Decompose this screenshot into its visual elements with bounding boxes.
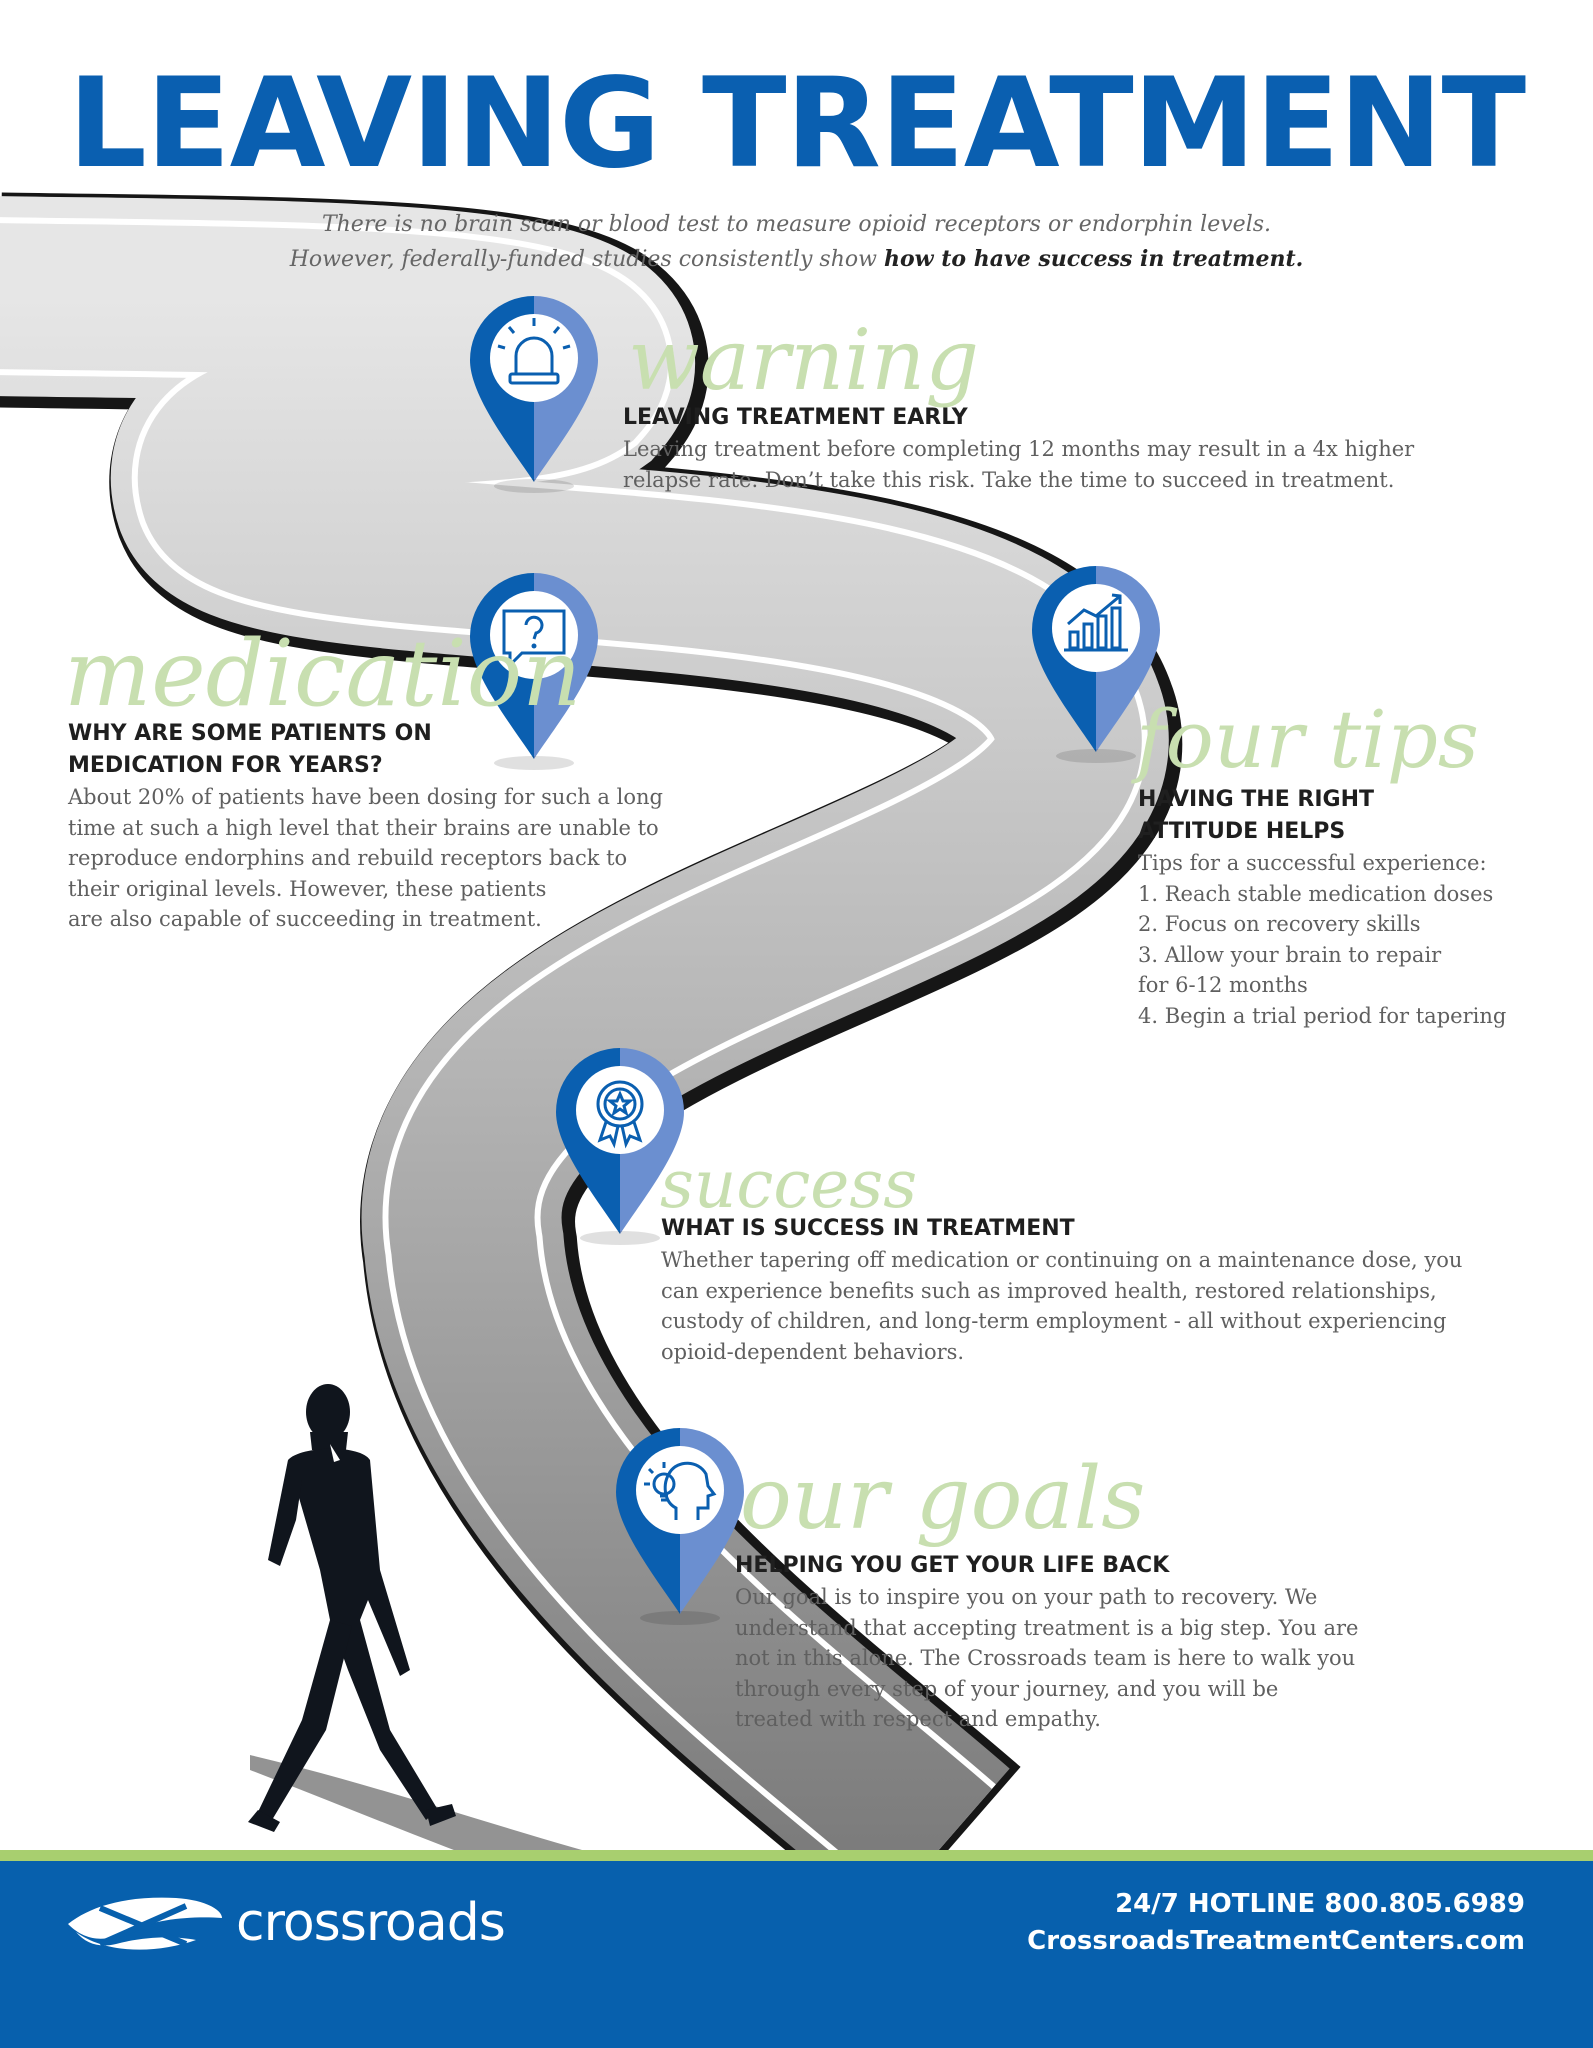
section-our-goals: HELPING YOU GET YOUR LIFE BACK Our goal … — [735, 1550, 1435, 1735]
section-medication-body: About 20% of patients have been dosing f… — [68, 785, 663, 931]
footer-bar — [0, 1861, 1593, 2048]
section-four-tips-body: Tips for a successful experience: 1. Rea… — [1138, 851, 1507, 1028]
question-speech-bubble-icon — [470, 573, 598, 770]
section-four-tips: HAVING THE RIGHT ATTITUDE HELPS Tips for… — [1138, 784, 1568, 1031]
award-ribbon-icon — [556, 1048, 684, 1245]
script-word-four-tips: four tips — [1136, 693, 1479, 786]
walking-man-silhouette — [248, 1384, 456, 1832]
section-warning-body: Leaving treatment before completing 12 m… — [623, 437, 1415, 492]
footer-contact: 24/7 HOTLINE 800.805.6989 CrossroadsTrea… — [1027, 1886, 1525, 1960]
logo-text: crossroads — [236, 1893, 506, 1953]
script-word-our-goals: our goals — [740, 1449, 1146, 1549]
section-success: WHAT IS SUCCESS IN TREATMENT Whether tap… — [661, 1213, 1561, 1367]
hotline-number[interactable]: 24/7 HOTLINE 800.805.6989 — [1115, 1889, 1525, 1919]
subtitle-line-2-text: However, federally-funded studies consis… — [289, 247, 884, 272]
page-subtitle: There is no brain scan or blood test to … — [0, 208, 1593, 277]
idea-head-icon — [616, 1428, 744, 1625]
website-link[interactable]: CrossroadsTreatmentCenters.com — [1027, 1926, 1525, 1956]
section-warning: LEAVING TREATMENT EARLY Leaving treatmen… — [623, 402, 1483, 495]
section-our-goals-body: Our goal is to inspire you on your path … — [735, 1585, 1359, 1731]
section-medication: WHY ARE SOME PATIENTS ON MEDICATION FOR … — [68, 718, 708, 935]
script-word-medication: medication — [64, 620, 582, 727]
section-four-tips-heading: HAVING THE RIGHT ATTITUDE HELPS — [1138, 787, 1374, 844]
subtitle-line-1: There is no brain scan or blood test to … — [321, 212, 1272, 237]
subtitle-line-2: However, federally-funded studies consis… — [0, 242, 1593, 277]
crossroads-logo-mark-icon — [68, 1897, 222, 1950]
section-our-goals-heading: HELPING YOU GET YOUR LIFE BACK — [735, 1553, 1170, 1578]
alarm-siren-icon — [470, 296, 598, 493]
section-medication-heading: WHY ARE SOME PATIENTS ON MEDICATION FOR … — [68, 721, 432, 778]
section-success-body: Whether tapering off medication or conti… — [661, 1248, 1463, 1364]
section-warning-heading: LEAVING TREATMENT EARLY — [623, 405, 968, 430]
footer-accent-stripe — [0, 1850, 1593, 1861]
growth-chart-icon — [1032, 566, 1160, 763]
page-title: LEAVING TREATMENT — [67, 52, 1526, 196]
script-word-success: success — [660, 1146, 918, 1223]
script-word-warning: warning — [628, 311, 979, 409]
subtitle-line-2-bold: how to have success in treatment. — [883, 246, 1304, 272]
section-success-heading: WHAT IS SUCCESS IN TREATMENT — [661, 1216, 1075, 1241]
crossroads-logo[interactable]: crossroads — [66, 1888, 506, 1958]
